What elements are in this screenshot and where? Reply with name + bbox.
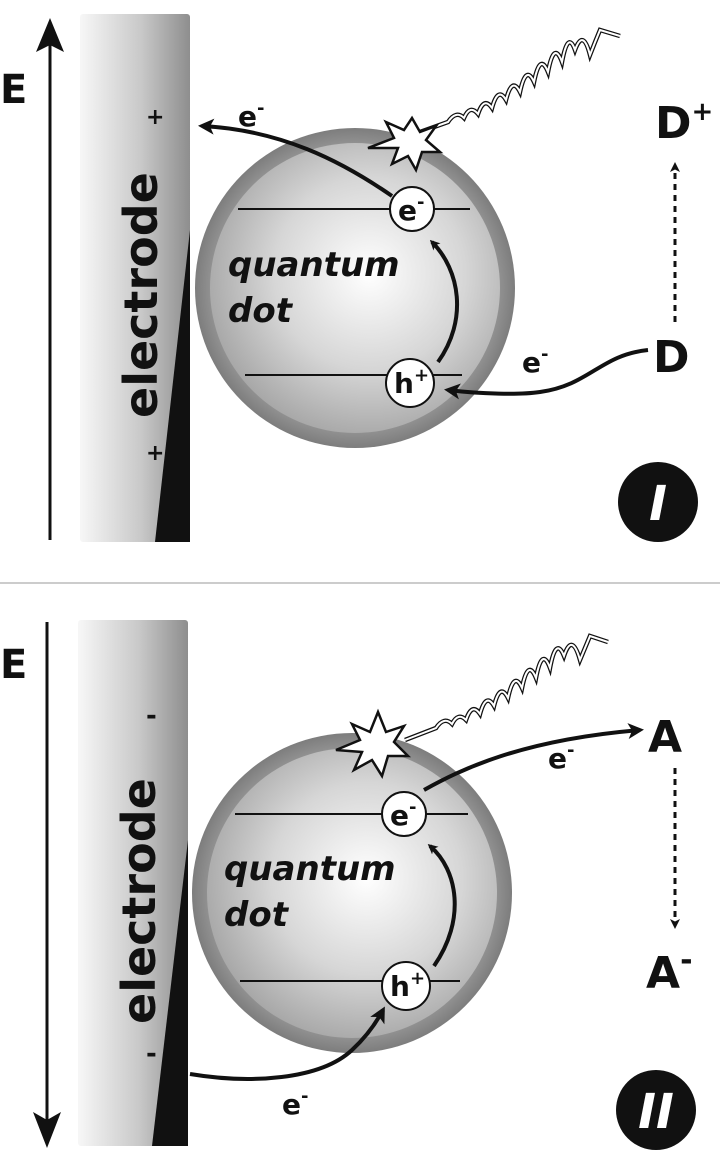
electrode-2: electrode - - [78, 620, 188, 1146]
electron-state: e- [389, 186, 435, 232]
transfer-label-acceptor: e- [548, 740, 574, 775]
electrode: electrode + + [80, 14, 190, 542]
dot-label-line2: dot [228, 291, 294, 331]
excitation-arrow-2 [427, 844, 457, 968]
svg-text:II: II [638, 1084, 674, 1140]
energy-label: E [0, 67, 27, 113]
energy-axis: E [0, 18, 64, 540]
electrode-charge-bottom-2: - [146, 1039, 157, 1069]
electron-to-acceptor-arrow [423, 723, 644, 792]
quantum-dot: quantum dot [195, 128, 515, 448]
absorption-flash-icon [367, 115, 444, 174]
panel-badge-I: I [618, 462, 698, 542]
donor-to-hole-arrow [444, 348, 649, 400]
acceptor-label: A [648, 712, 682, 763]
svg-text:e-: e- [398, 192, 424, 227]
hole-state: h+ [385, 358, 435, 408]
donor-label: D [653, 332, 690, 383]
electrode-charge-top-2: - [146, 701, 157, 731]
energy-label-2: E [0, 642, 27, 688]
electrode-label-2: electrode [112, 778, 166, 1024]
svg-text:h+: h+ [394, 365, 429, 400]
electron-state-2: e- [381, 791, 427, 837]
transfer-label-electrode: e- [238, 98, 264, 133]
absorption-flash-icon-2 [335, 708, 412, 780]
reduced-acceptor-label: A- [646, 943, 693, 999]
electrode-charge-top: + [146, 105, 164, 130]
electrode-charge-bottom: + [146, 441, 164, 466]
electron-to-electrode-arrow [198, 118, 394, 198]
svg-text:h+: h+ [390, 968, 425, 1003]
electrode-to-hole-arrow [189, 1006, 385, 1081]
transfer-label-electrode-2: e- [282, 1086, 308, 1121]
electrode-label: electrode [114, 172, 168, 418]
excitation-arrow [429, 239, 460, 364]
dot-label-2-line2: dot [224, 895, 290, 935]
panel-oxidation: E electrode + + quantum dot e- [0, 14, 713, 542]
hole-state-2: h+ [381, 961, 431, 1011]
energy-axis-2: E [0, 622, 61, 1148]
photon-wave [419, 27, 621, 135]
dot-label-2-line1: quantum [224, 849, 396, 889]
dot-label-line1: quantum [228, 245, 400, 285]
svg-text:I: I [649, 476, 667, 532]
transfer-label-donor: e- [522, 344, 548, 379]
svg-text:e-: e- [390, 797, 416, 832]
panel-badge-II: II [616, 1070, 696, 1150]
panel-reduction: E electrode - - quantum dot e- [0, 620, 696, 1150]
oxidized-donor-label: D+ [655, 97, 713, 149]
quantum-dot-2: quantum dot [192, 733, 512, 1053]
